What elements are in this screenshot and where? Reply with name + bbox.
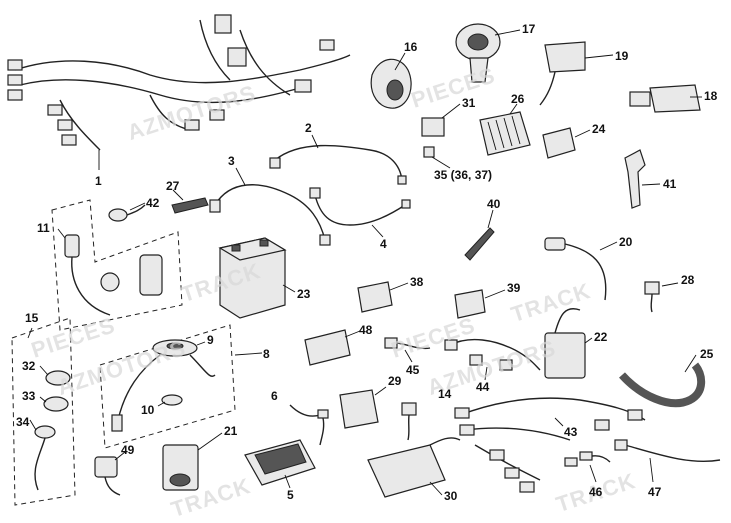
label-45: 45 [406,363,420,377]
harness-43 [454,397,646,493]
label-5: 5 [287,488,294,502]
label-25: 25 [700,347,714,361]
cable-3 [209,184,331,246]
label-29: 29 [388,374,402,388]
ecu [367,437,461,498]
cable-47 [614,439,721,463]
label-30: 30 [444,489,458,503]
rectifier [479,111,531,156]
relay-38 [357,281,393,313]
cable-2 [269,144,407,185]
label-1: 1 [95,174,102,188]
clamp-strap [619,362,706,408]
relay-29 [339,389,379,429]
label-22: 22 [594,330,608,344]
ignition-switch-group-outline [51,199,183,331]
label-49: 49 [121,443,135,457]
label-14: 14 [438,387,452,401]
label-16: 16 [404,40,418,54]
label-3: 3 [228,154,235,168]
label-8: 8 [263,347,270,361]
regulator-21 [162,444,199,491]
relay-14 [401,402,417,441]
fuel-pump-cap [111,339,216,432]
label-38: 38 [410,275,424,289]
fuel-pump-group-outline [99,324,236,449]
relay-19 [539,41,586,106]
sensor-group-outline [11,317,76,506]
label-40: 40 [487,197,501,211]
label-2: 2 [305,121,312,135]
horn [370,58,412,109]
connector-49 [94,456,121,496]
connector-46 [564,451,611,467]
sensor-6 [289,404,329,446]
label-10: 10 [141,403,155,417]
label-17: 17 [522,22,536,36]
fuel-filter [161,394,183,406]
relay-35 [423,146,435,158]
label-47: 47 [648,485,662,499]
label-44: 44 [476,380,490,394]
module-31 [421,117,445,137]
starter-relay [544,308,586,379]
label-39: 39 [507,281,521,295]
label-41: 41 [663,177,677,191]
label-15: 15 [25,311,39,325]
label-11: 11 [37,221,50,235]
label-23: 23 [297,287,311,301]
label-46: 46 [589,485,603,499]
label-20: 20 [619,235,633,249]
sensor-group-parts [34,370,71,491]
label-6: 6 [271,389,278,403]
fuse-strip [171,197,209,214]
label-42: 42 [146,196,160,210]
sensor-28 [644,281,660,313]
label-4: 4 [380,237,387,251]
connector-42 [108,204,146,222]
label-48: 48 [359,323,373,337]
label-28: 28 [681,273,695,287]
label-19: 19 [615,49,629,63]
label-24: 24 [592,122,606,136]
main-wiring-harness [7,14,351,151]
label-27: 27 [166,179,180,193]
label-43: 43 [564,425,578,439]
spark-plug-cap [624,149,646,209]
fuse-40 [464,227,495,261]
ignition-switch [64,234,163,316]
relay-24 [542,127,576,159]
label-18: 18 [704,89,718,103]
cable-4 [309,187,411,226]
label-21: 21 [224,424,238,438]
label-34: 34 [16,415,30,429]
harness-44 [444,338,541,371]
label-33: 33 [22,389,36,403]
label-9: 9 [207,333,214,347]
label-26: 26 [511,92,525,106]
label-35: 35 (36, 37) [434,168,493,182]
buzzer [455,23,501,83]
relay-39 [454,289,486,319]
ignition-coil [629,84,701,113]
label-32: 32 [22,359,36,373]
label-31: 31 [462,96,476,110]
battery [218,237,287,319]
cdi-box [244,439,316,486]
sensor-20 [544,237,607,301]
connector-45 [384,337,431,350]
switch-48 [304,329,351,366]
